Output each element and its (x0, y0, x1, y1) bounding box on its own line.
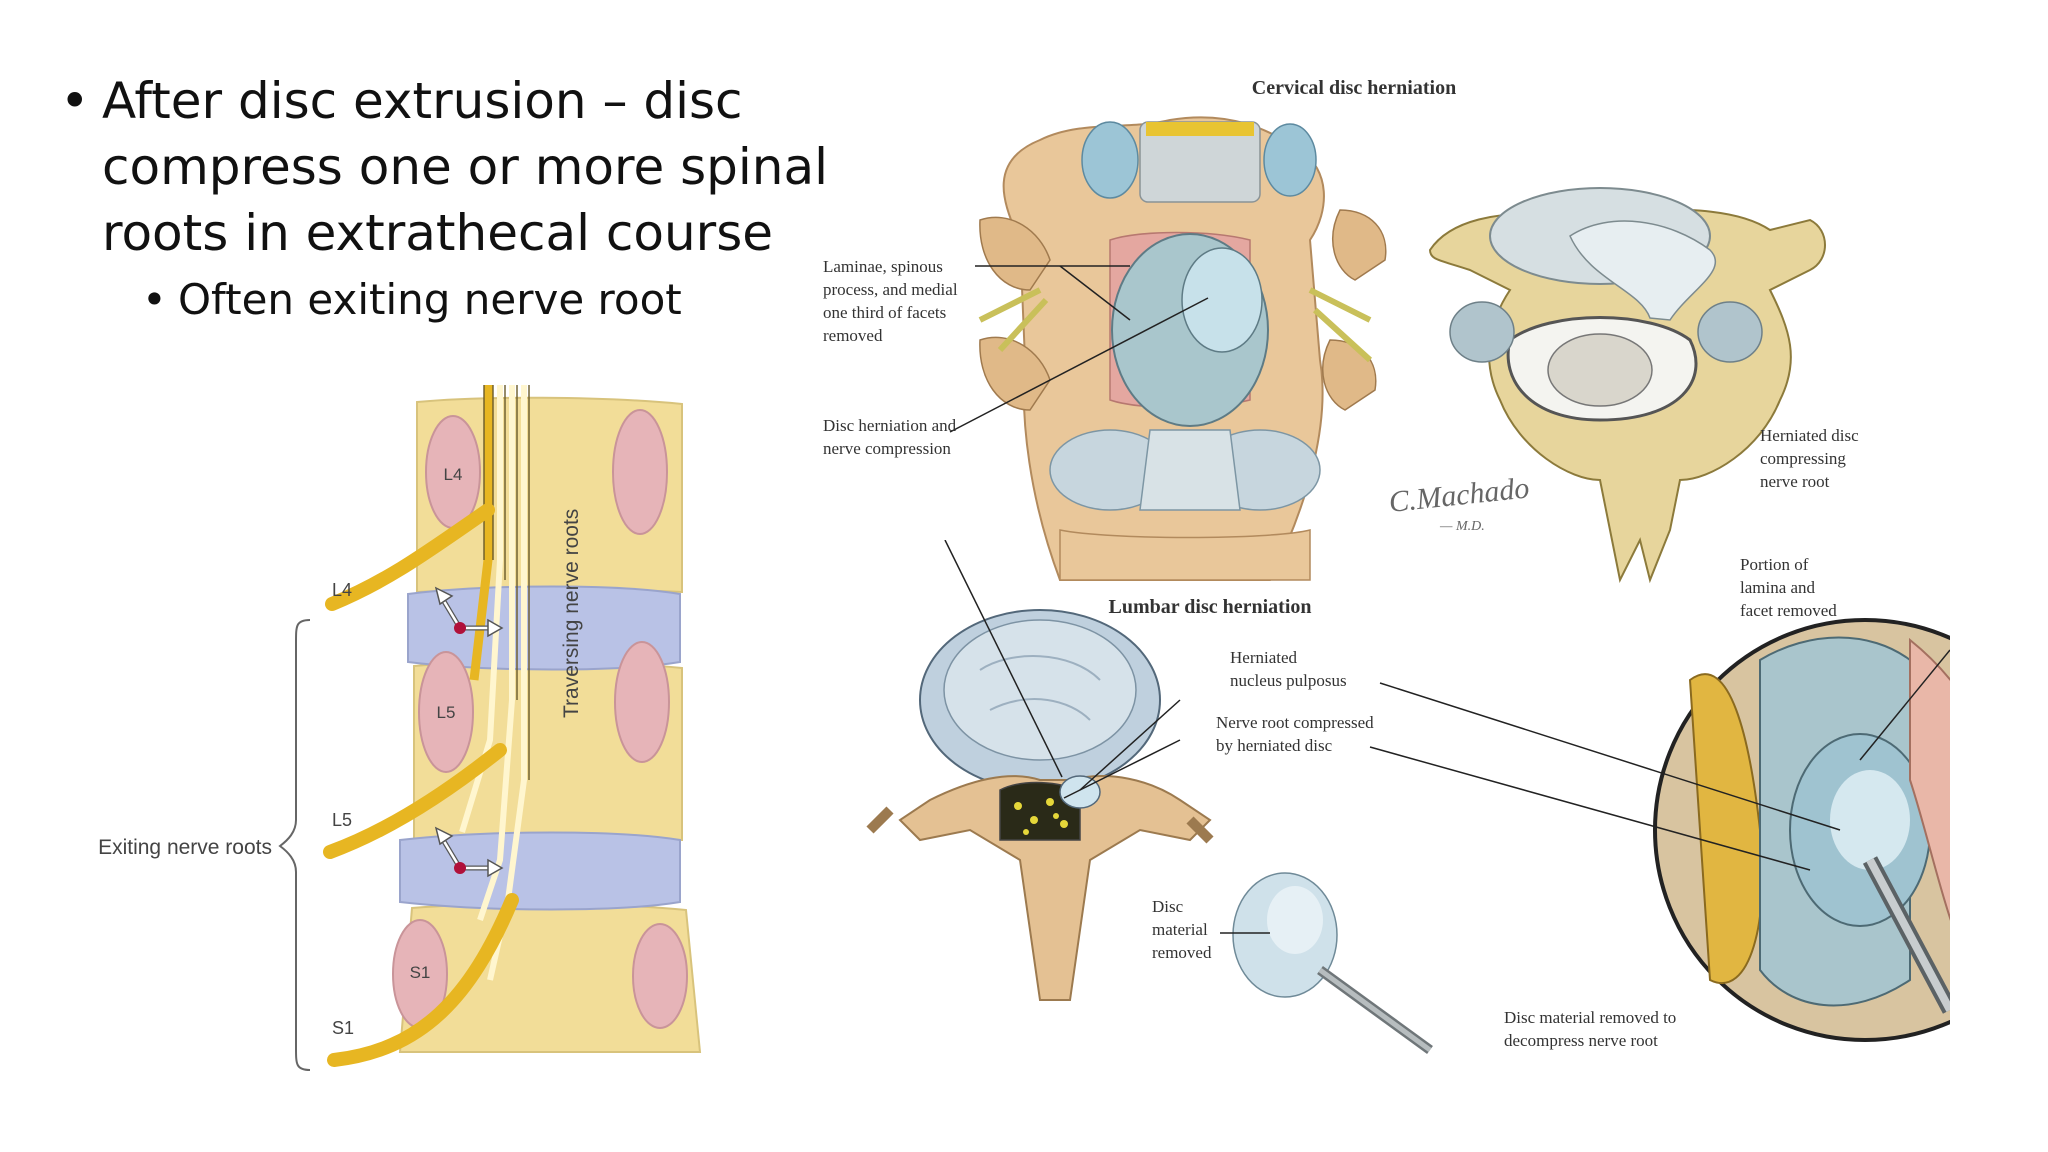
artist-signature: C.Machado — M.D. (1387, 471, 1531, 534)
label-material-line: Disc (1152, 897, 1184, 916)
lumbar-title: Lumbar disc herniation (1109, 596, 1312, 618)
label-laminae-line: removed (823, 326, 883, 345)
label-herniated-disc-line: Herniated disc (1760, 426, 1859, 445)
label-portion-line: facet removed (1740, 601, 1837, 620)
bullet-dot: • (60, 72, 90, 130)
exiting-roots-brace (278, 619, 311, 1071)
label-decompress-line: decompress nerve root (1504, 1031, 1658, 1050)
magnified-view (1653, 618, 1950, 1042)
compression-arrow-l5 (434, 826, 504, 878)
exiting-root-l4 (325, 503, 495, 611)
label-disc-compression-line: nerve compression (823, 439, 951, 458)
label-portion-line: Portion of (1740, 555, 1809, 574)
traversing-roots-label: Traversing nerve roots (560, 509, 583, 718)
label-nucleus-line: Herniated (1230, 648, 1298, 667)
label-portion-line: lamina and (1740, 578, 1816, 597)
label-material-line: material (1152, 920, 1208, 939)
removed-disc-fragment (1232, 872, 1433, 1055)
vertebra-label-l5: L5 (437, 703, 456, 722)
label-disc-compression-line: Disc herniation and (823, 416, 957, 435)
bullet-sub: • Often exiting nerve root (60, 272, 800, 328)
exiting-root-l5 (323, 743, 507, 859)
pedicle-left-l5 (418, 651, 474, 773)
cervical-title: Cervical disc herniation (1252, 77, 1456, 99)
label-laminae-line: Laminae, spinous (823, 257, 943, 276)
label-nucleus-pulposus: Herniated nucleus pulposus (1230, 648, 1347, 690)
label-decompress: Disc material removed to decompress nerv… (1504, 1008, 1676, 1050)
label-laminae-line: one third of facets (823, 303, 946, 322)
bullet-dot: • (142, 275, 167, 324)
label-laminae: Laminae, spinous process, and medial one… (823, 257, 958, 345)
lumbar-leader-lines (944, 540, 1950, 934)
cervical-herniation-figure: Cervical disc herniation (823, 77, 1859, 584)
pedicle-right-s1 (632, 923, 688, 1029)
signature-suffix: — M.D. (1439, 519, 1485, 534)
root-label-l5: L5 (332, 810, 352, 830)
exiting-root-s1 (327, 893, 519, 1067)
label-nerve-root-compressed: Nerve root compressed by herniated disc (1216, 713, 1374, 755)
label-material-line: removed (1152, 943, 1212, 962)
label-disc-material: Disc material removed (1152, 897, 1212, 962)
bullet-main-line-3: roots in extrathecal course (102, 204, 774, 262)
traversing-root (477, 385, 515, 921)
label-root-line: Nerve root compressed (1216, 713, 1374, 732)
root-label-l4: L4 (332, 580, 352, 600)
label-nucleus-line: nucleus pulposus (1230, 671, 1347, 690)
label-herniated-disc-line: compressing (1760, 449, 1846, 468)
lumbar-axial-view (866, 609, 1214, 1001)
traversing-root (459, 385, 503, 833)
cervical-posterior-view (978, 116, 1387, 581)
exiting-roots-label: Exiting nerve roots (98, 836, 272, 859)
label-portion-removed: Portion of lamina and facet removed (1740, 555, 1837, 620)
bullet-main-line-1: After disc extrusion – disc (102, 72, 743, 130)
cervical-axial-view (1428, 187, 1826, 584)
label-root-line: by herniated disc (1216, 736, 1333, 755)
lumbar-herniation-figure: Lumbar disc herniation (866, 540, 1950, 1055)
bullet-main-line-2: compress one or more spinal (102, 138, 829, 196)
disc-l5-s1 (399, 831, 681, 911)
compression-arrow-l4 (434, 586, 504, 638)
traversing-root (469, 385, 493, 681)
label-herniated-disc-line: nerve root (1760, 472, 1830, 491)
label-decompress-line: Disc material removed to (1504, 1008, 1676, 1027)
signature-name: C.Machado (1387, 471, 1531, 519)
lumbar-root-diagram: L4 L5 S1 L4 L5 S1 Traversing nerve roots… (98, 385, 702, 1071)
vertebra-label-s1: S1 (410, 963, 431, 982)
bullet-main: • After disc extrusion – disc compress o… (60, 68, 829, 266)
label-disc-compression: Disc herniation and nerve compression (823, 416, 957, 458)
bullet-sub-text: Often exiting nerve root (178, 275, 682, 324)
pedicle-right-l5 (614, 641, 670, 763)
root-label-s1: S1 (332, 1018, 354, 1038)
vertebra-label-l4: L4 (444, 465, 463, 484)
label-herniated-disc: Herniated disc compressing nerve root (1760, 426, 1859, 491)
label-laminae-line: process, and medial (823, 280, 958, 299)
pedicle-right-l4 (612, 409, 668, 535)
bullet-list: • After disc extrusion – disc compress o… (60, 68, 829, 328)
